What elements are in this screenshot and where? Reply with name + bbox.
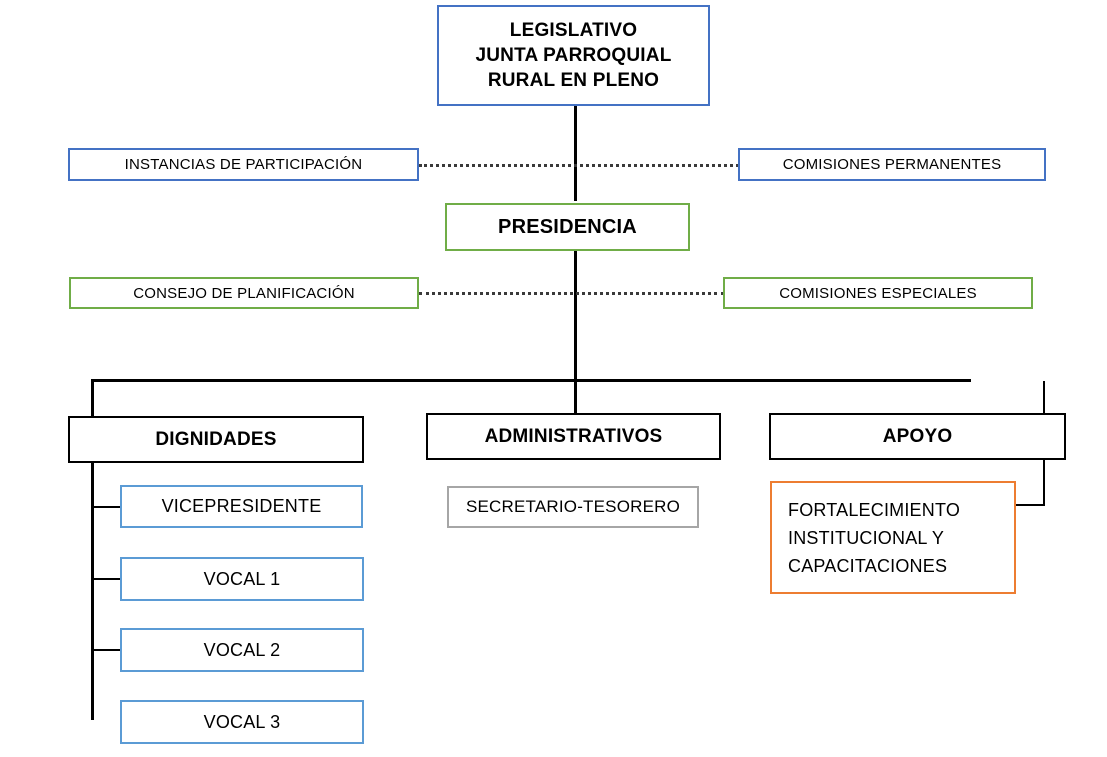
connector-stub-vocal-2 [91,649,121,651]
connector-presidencia-trunk [574,251,577,381]
node-legislativo[interactable]: LEGISLATIVO JUNTA PARROQUIAL RURAL EN PL… [437,5,710,106]
node-comisiones-permanentes-label: COMISIONES PERMANENTES [782,156,1002,173]
node-consejo-planificacion-label: CONSEJO DE PLANIFICACIÓN [133,284,355,302]
node-apoyo[interactable]: APOYO [769,413,1066,460]
connector-dotted-row-1 [419,164,739,167]
node-instancias-participacion[interactable]: INSTANCIAS DE PARTICIPACIÓN [68,148,419,181]
node-legislativo-label: LEGISLATIVO JUNTA PARROQUIAL RURAL EN PL… [475,20,672,91]
node-secretario-tesorero[interactable]: SECRETARIO-TESORERO [447,486,699,528]
node-vocal-2-label: VOCAL 2 [203,639,281,660]
connector-elbow-apoyo [1016,504,1045,506]
node-dignidades[interactable]: DIGNIDADES [68,416,364,463]
connector-drop-administrativos [574,379,577,413]
node-secretario-tesorero-label: SECRETARIO-TESORERO [465,497,681,516]
connector-stub-vicepresidente [91,506,121,508]
connector-legislativo-presidencia [574,106,577,201]
node-presidencia-label: PRESIDENCIA [498,215,637,238]
node-vicepresidente[interactable]: VICEPRESIDENTE [120,485,363,528]
node-administrativos[interactable]: ADMINISTRATIVOS [426,413,721,460]
node-vocal-1-label: VOCAL 1 [203,568,281,589]
node-vocal-3[interactable]: VOCAL 3 [120,700,364,744]
node-administrativos-label: ADMINISTRATIVOS [484,425,663,447]
node-fortalecimiento-institucional[interactable]: FORTALECIMIENTO INSTITUCIONAL Y CAPACITA… [770,481,1016,594]
node-comisiones-especiales[interactable]: COMISIONES ESPECIALES [723,277,1033,309]
node-vocal-2[interactable]: VOCAL 2 [120,628,364,672]
node-presidencia[interactable]: PRESIDENCIA [445,203,690,251]
node-vicepresidente-label: VICEPRESIDENTE [161,496,322,516]
node-consejo-planificacion[interactable]: CONSEJO DE PLANIFICACIÓN [69,277,419,309]
connector-spine-dignidades [91,379,94,720]
node-comisiones-especiales-label: COMISIONES ESPECIALES [779,284,977,302]
connector-dotted-row-2 [419,292,724,295]
node-apoyo-label: APOYO [882,425,953,447]
connector-distribution-bar [91,379,971,382]
node-comisiones-permanentes[interactable]: COMISIONES PERMANENTES [738,148,1046,181]
node-fortalecimiento-institucional-label: FORTALECIMIENTO INSTITUCIONAL Y CAPACITA… [788,499,961,576]
node-instancias-participacion-label: INSTANCIAS DE PARTICIPACIÓN [124,156,363,173]
node-vocal-3-label: VOCAL 3 [203,711,281,732]
node-dignidades-label: DIGNIDADES [155,428,277,450]
connector-stub-vocal-1 [91,578,121,580]
node-vocal-1[interactable]: VOCAL 1 [120,557,364,601]
